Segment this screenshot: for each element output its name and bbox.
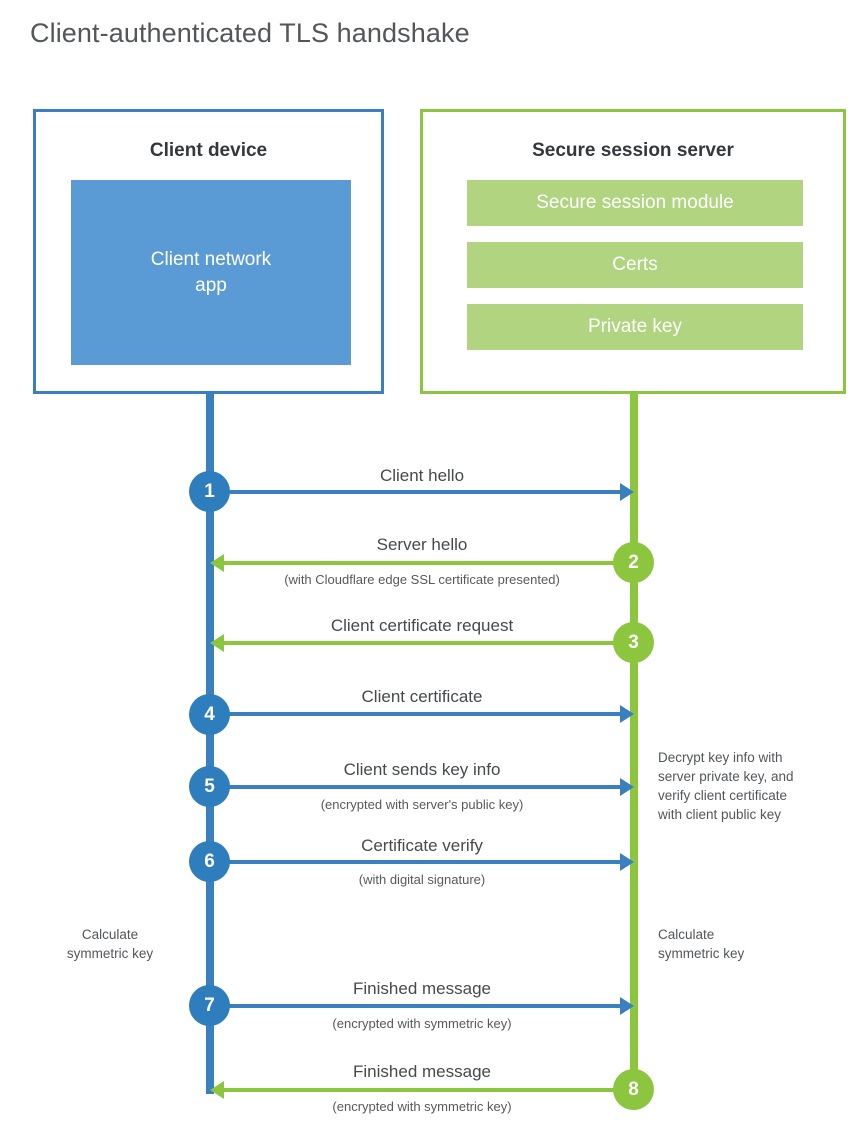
step-8-circle[interactable]: 8 <box>613 1069 654 1110</box>
step-8-label: Finished message <box>353 1062 491 1081</box>
server-component-certs: Certs <box>467 242 803 288</box>
step-8-arrow-head-icon <box>210 1081 224 1099</box>
server-decrypt-annotation-line-1: Decrypt key info with <box>658 750 783 765</box>
client-device-box: Client device Client network app <box>33 109 384 394</box>
server-decrypt-annotation-line-4: with client public key <box>658 807 782 823</box>
client-device-title: Client device <box>149 140 268 161</box>
step-2-arrow-head-icon <box>210 554 224 572</box>
step-7-circle[interactable]: 7 <box>189 985 230 1026</box>
step-7-label: Finished message <box>353 979 491 998</box>
server-lifeline <box>630 394 638 1094</box>
server-component-private-key: Private key <box>467 304 803 350</box>
step-4-arrow-line <box>210 712 620 716</box>
server-decrypt-annotation-line-3: verify client certificate <box>658 788 788 804</box>
step-6-circle[interactable]: 6 <box>189 841 230 882</box>
step-7-arrow-head-icon <box>620 997 634 1015</box>
server-decrypt-annotation: Decrypt key info with server private key… <box>658 748 838 825</box>
client-network-app-block: Client network app <box>71 180 351 365</box>
server-calculate-line-1: Calculate <box>658 927 715 942</box>
step-6-label: Certificate verify <box>361 836 483 855</box>
client-calculate-line-1: Calculate <box>81 927 139 942</box>
step-3-arrow-line <box>224 641 634 645</box>
step-8-sublabel: (encrypted with symmetric key) <box>332 1099 512 1114</box>
step-6-sublabel: (with digital signature) <box>358 872 486 887</box>
server-calculate-line-2: symmetric key <box>658 946 745 962</box>
server-decrypt-annotation-line-2: server private key, and <box>658 769 794 785</box>
step-1-circle[interactable]: 1 <box>189 471 230 512</box>
step-5-sublabel: (encrypted with server's public key) <box>320 797 524 812</box>
step-2-label: Server hello <box>376 535 468 554</box>
server-calculate-symmetric-key-annotation: Calculate symmetric key <box>658 925 808 963</box>
step-2-arrow-line <box>224 561 634 565</box>
client-calculate-symmetric-key-annotation: Calculate symmetric key <box>40 925 180 963</box>
secure-session-server-title: Secure session server <box>532 140 734 161</box>
step-6-arrow-head-icon <box>620 853 634 871</box>
step-1-arrow-line <box>210 490 620 494</box>
server-component-secure-session-module: Secure session module <box>467 180 803 226</box>
step-5-arrow-head-icon <box>620 778 634 796</box>
step-5-arrow-line <box>210 785 620 789</box>
step-2-sublabel: (with Cloudflare edge SSL certificate pr… <box>284 572 560 587</box>
step-1-label: Client hello <box>379 466 465 485</box>
step-8-arrow-line <box>224 1088 634 1092</box>
step-1-arrow-head-icon <box>620 483 634 501</box>
client-calculate-line-2: symmetric key <box>66 946 154 962</box>
step-5-circle[interactable]: 5 <box>189 766 230 807</box>
secure-session-server-box: Secure session server Secure session mod… <box>420 109 846 394</box>
step-4-circle[interactable]: 4 <box>189 694 230 735</box>
step-7-sublabel: (encrypted with symmetric key) <box>332 1016 512 1031</box>
client-lifeline <box>206 394 214 1094</box>
step-3-arrow-head-icon <box>210 634 224 652</box>
step-6-arrow-line <box>210 860 620 864</box>
step-2-circle[interactable]: 2 <box>613 542 654 583</box>
step-3-circle[interactable]: 3 <box>613 622 654 663</box>
step-5-label: Client sends key info <box>343 760 501 779</box>
step-7-arrow-line <box>210 1004 620 1008</box>
step-4-arrow-head-icon <box>620 705 634 723</box>
step-3-label: Client certificate request <box>330 616 514 635</box>
step-4-label: Client certificate <box>361 687 483 706</box>
page-title: Client-authenticated TLS handshake <box>30 18 470 48</box>
